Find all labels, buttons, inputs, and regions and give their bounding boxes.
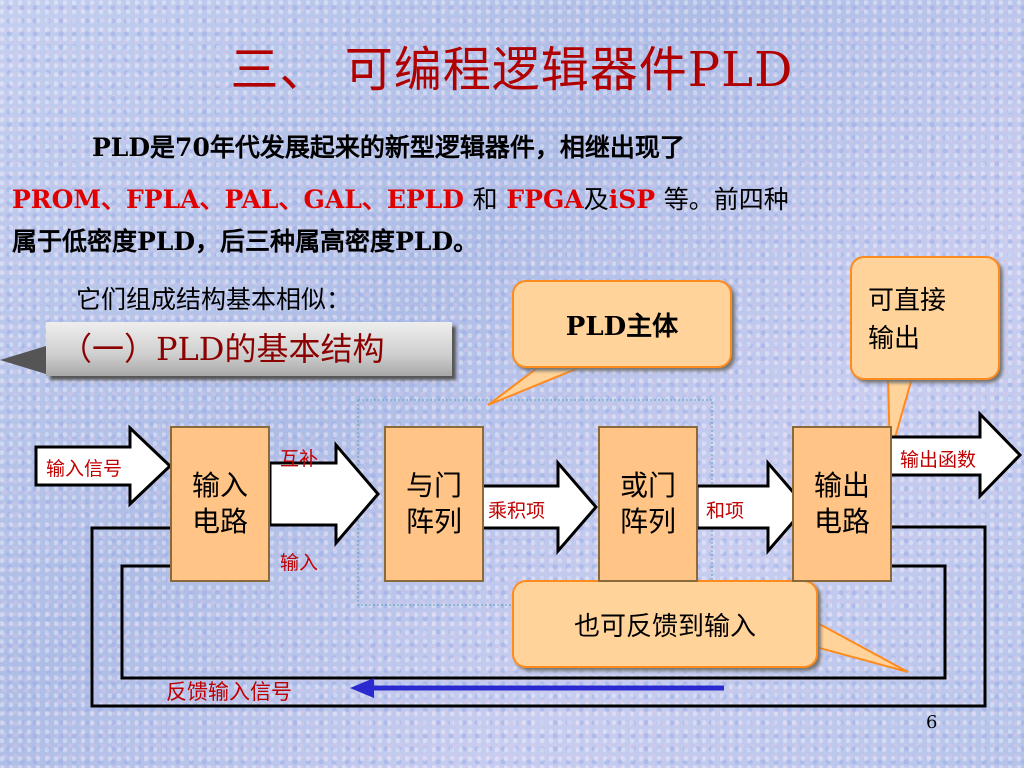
feedback-arrowhead [350,678,374,698]
input-circuit-line-2: 电路 [191,505,248,538]
input-signal-arrow [34,424,173,508]
output-function-label: 输出函数 [900,449,977,471]
intro-line-4: 它们组成结构基本相似： [76,285,352,314]
direct-output-line-1: 可直接 [868,286,947,316]
sum-term-label: 和项 [706,500,745,522]
output-circuit-line-1: 输出 [813,469,870,502]
input-signal-label: 输入信号 [46,458,123,480]
output-circuit-block: 输出电路 [792,426,892,582]
complement-input-arrow [268,440,380,548]
ji-word: 及 [583,185,609,214]
intro-line-1: PLD是70年代发展起来的新型逻辑器件，相继出现了 [92,133,685,162]
direct-output-callout: 可直接 输出 [850,256,1000,380]
output-circuit-line-2: 电路 [813,505,870,538]
fpga-text: FPGA [506,185,584,214]
product-term-arrow [480,458,598,556]
feedback-loop-inner [120,564,947,680]
section-heading: （一）PLD的基本结构 [46,322,452,376]
intro-line-2-tail: 等。前四种 [663,185,789,214]
page-number: 6 [926,712,938,733]
input-circuit-block: 输入电路 [170,426,270,582]
sum-term-arrow [695,458,808,556]
feedback-signal-label: 反馈输入信号 [166,680,292,704]
feedback-callout: 也可反馈到输入 [512,580,818,668]
product-term-label: 乘积项 [488,500,546,522]
device-list: PROM、FPLA、PAL、GAL、EPLD [12,185,464,214]
or-array-block: 或门阵列 [598,426,698,582]
complement-label: 互补 [280,448,319,470]
intro-line-2: PROM、FPLA、PAL、GAL、EPLD 和 FPGA及iSP 等。前四种 [12,180,789,216]
and-word: 和 [472,185,498,214]
and-array-line-2: 阵列 [405,505,462,538]
or-array-line-2: 阵列 [619,505,676,538]
pld-body-callout: PLD主体 [512,280,732,368]
input-circuit-line-1: 输入 [191,469,248,502]
section-bar-tip [0,346,46,374]
input-label: 输入 [280,552,319,574]
and-array-line-1: 与门 [405,469,462,502]
slide-title: 三、 可编程逻辑器件PLD [230,42,794,98]
and-array-block: 与门阵列 [384,426,484,582]
or-array-line-1: 或门 [619,469,676,502]
intro-line-3: 属于低密度PLD，后三种属高密度PLD。 [12,227,479,256]
feedback-loop-outer [90,525,987,708]
direct-output-line-2: 输出 [868,324,921,354]
output-function-arrow [888,410,1023,500]
isp-text: iSP [608,185,656,214]
